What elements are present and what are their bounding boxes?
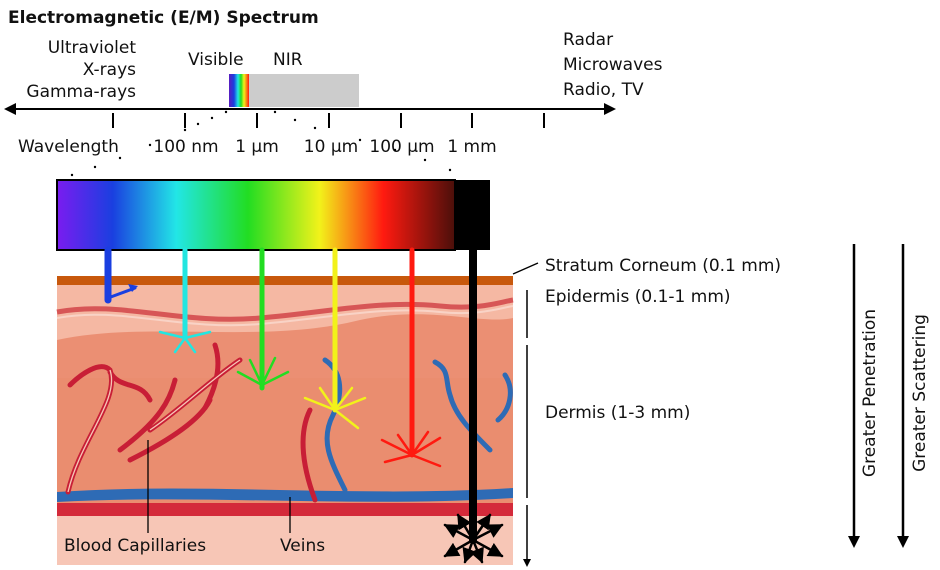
label-greater-penetration: Greater Penetration xyxy=(860,308,880,478)
light-beams xyxy=(104,246,504,564)
layer-label-stratum-corneum: Stratum Corneum (0.1 mm) xyxy=(545,256,782,276)
capillary-highlights xyxy=(67,359,241,493)
spectrum-axis xyxy=(4,103,616,128)
label-nir: NIR xyxy=(273,50,303,70)
label-radar: Radar xyxy=(563,30,614,50)
label-ultraviolet: Ultraviolet xyxy=(47,38,136,58)
tick-label-1mm: 1 mm xyxy=(447,137,497,157)
tick-label-100um: 100 µm xyxy=(369,137,435,157)
tick-label-10um: 10 µm xyxy=(303,137,359,157)
tick-label-100nm: 100 nm xyxy=(153,137,219,157)
penetration-arrow-head xyxy=(848,536,860,548)
nir-band xyxy=(249,74,359,107)
artery-band xyxy=(57,503,513,516)
nir-bar xyxy=(455,180,490,250)
label-greater-scattering: Greater Scattering xyxy=(910,314,930,472)
label-microwaves: Microwaves xyxy=(563,55,663,75)
label-radio-tv: Radio, TV xyxy=(563,80,644,100)
visible-band xyxy=(229,74,249,107)
zoom-dots xyxy=(70,110,452,177)
label-xrays: X-rays xyxy=(82,60,136,80)
label-visible: Visible xyxy=(188,50,244,70)
layer-label-dermis: Dermis (1-3 mm) xyxy=(545,403,691,423)
label-gamma-rays: Gamma-rays xyxy=(26,82,136,102)
wavelength-label: Wavelength xyxy=(18,137,119,157)
spectrum-bar xyxy=(56,179,456,251)
tick-label-1um: 1 µm xyxy=(235,137,279,157)
stratum-corneum-layer xyxy=(57,276,513,285)
page-title: Electromagnetic (E/M) Spectrum xyxy=(8,8,319,28)
label-veins: Veins xyxy=(280,536,326,556)
label-blood-capillaries: Blood Capillaries xyxy=(64,536,207,556)
vein-band xyxy=(57,488,513,502)
layer-label-epidermis: Epidermis (0.1-1 mm) xyxy=(545,287,731,307)
scattering-arrow-head xyxy=(897,536,909,548)
